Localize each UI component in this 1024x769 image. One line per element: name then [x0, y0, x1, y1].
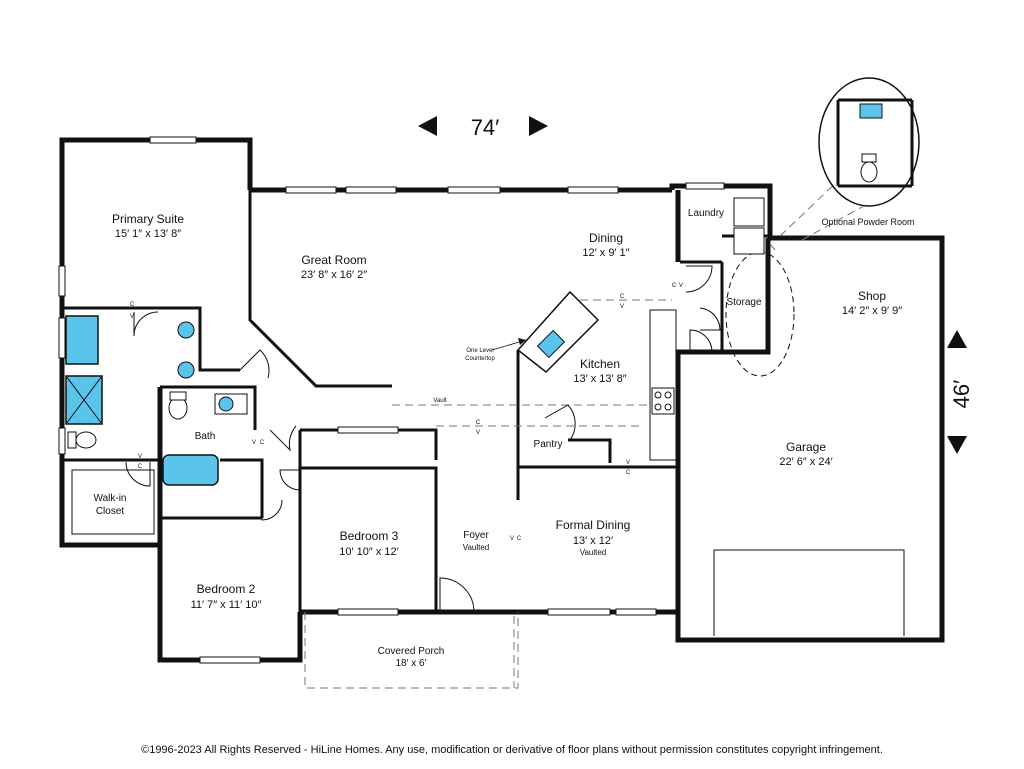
- kitchen-island: [516, 290, 600, 374]
- bath-sink-icon: [218, 396, 234, 412]
- room-labels: Primary Suite 15′ 1″ x 13′ 8″ Great Room…: [94, 208, 903, 669]
- arrow-right-icon: [529, 116, 548, 136]
- vault-label: Vault: [433, 398, 447, 404]
- dining-name: Dining: [589, 231, 623, 245]
- formal-dining-name: Formal Dining: [556, 518, 631, 532]
- sink-icon: [177, 361, 195, 379]
- width-dimension: 74′: [418, 115, 548, 140]
- powder-room-callout: [818, 77, 920, 207]
- optional-powder-room-label: Optional Powder Room: [821, 217, 914, 227]
- copyright-notice: ©1996-2023 All Rights Reserved - HiLine …: [141, 744, 883, 756]
- bedroom2-name: Bedroom 2: [197, 582, 256, 596]
- garage-door: [713, 549, 905, 636]
- covered-porch-name: Covered Porch: [378, 646, 445, 657]
- width-label: 74′: [471, 115, 500, 140]
- walk-in-line1: Walk-in: [94, 493, 127, 504]
- windows: [58, 136, 725, 664]
- doors: [125, 265, 721, 613]
- powder-toilet-icon: [861, 153, 877, 163]
- cv-marker-c: C: [672, 283, 677, 289]
- cv-marker-c: C: [517, 536, 522, 542]
- cv-marker-c: C: [620, 294, 625, 300]
- depth-label: 46′: [949, 380, 974, 409]
- primary-toilet-icon: [75, 431, 97, 449]
- pointer-arrow-icon: [518, 338, 526, 345]
- foyer-note: Vaulted: [463, 543, 490, 552]
- dryer-icon: [733, 227, 765, 255]
- cv-marker-c: C: [260, 440, 265, 446]
- arrow-left-icon: [418, 116, 437, 136]
- primary-suite-size: 15′ 1″ x 13′ 8″: [115, 228, 181, 240]
- primary-tub-icon: [65, 315, 99, 365]
- storage-name: Storage: [726, 297, 761, 308]
- bedroom3-name: Bedroom 3: [340, 529, 399, 543]
- cv-marker-v: V: [626, 460, 630, 466]
- covered-porch-size: 18′ x 6′: [396, 658, 427, 669]
- interior-walls: [62, 190, 770, 612]
- arrow-down-icon: [947, 436, 967, 454]
- cv-marker-v: V: [510, 536, 514, 542]
- exterior-walls: [59, 137, 945, 663]
- great-room-size: 23′ 8″ x 16′ 2″: [301, 269, 367, 281]
- fixtures: [65, 197, 765, 535]
- great-room-name: Great Room: [301, 253, 366, 267]
- cv-marker-c: C: [138, 464, 143, 470]
- bath-name: Bath: [195, 431, 216, 442]
- kitchen-sink-icon: [536, 329, 566, 359]
- cv-marker-v: V: [252, 440, 256, 446]
- walk-in-line2: Closet: [96, 506, 125, 517]
- bedroom3-size: 10′ 10″ x 12′: [339, 546, 398, 558]
- laundry-name: Laundry: [688, 208, 724, 219]
- sink-icon: [177, 321, 195, 339]
- powder-room-outline: [725, 251, 795, 377]
- washer-icon: [733, 197, 765, 227]
- shop-size: 14′ 2″ x 9′ 9″: [842, 305, 902, 317]
- one-level-line1: One Level: [466, 348, 493, 354]
- arrow-up-icon: [947, 330, 967, 348]
- annotations: One Level Countertop Vault Optional Powd…: [130, 217, 915, 542]
- cv-marker-v: V: [620, 304, 624, 310]
- kitchen-name: Kitchen: [580, 357, 620, 371]
- dining-size: 12′ x 9′ 1″: [582, 247, 629, 259]
- cv-marker-c: C: [476, 420, 481, 426]
- formal-dining-size: 13′ x 12′: [573, 535, 613, 547]
- depth-dimension: 46′: [947, 330, 974, 454]
- garage-size: 22′ 6″ x 24′: [779, 456, 832, 468]
- kitchen-size: 13′ x 13′ 8″: [573, 373, 626, 385]
- one-level-line2: Countertop: [465, 356, 495, 362]
- foyer-name: Foyer: [463, 530, 489, 541]
- cv-marker-v: V: [679, 283, 683, 289]
- bedroom2-size: 11′ 7″ x 11′ 10″: [191, 599, 262, 611]
- shop-name: Shop: [858, 289, 886, 303]
- powder-sink-icon: [859, 103, 883, 119]
- garage-name: Garage: [786, 440, 826, 454]
- cv-marker-v: V: [476, 430, 480, 436]
- formal-dining-note: Vaulted: [580, 548, 607, 557]
- cv-marker-c: C: [626, 470, 631, 476]
- range-icon: [651, 387, 675, 415]
- primary-suite-name: Primary Suite: [112, 212, 184, 226]
- cv-marker-v: V: [130, 314, 134, 320]
- bath-tub-icon: [162, 454, 219, 486]
- pantry-name: Pantry: [534, 439, 563, 450]
- cv-marker-v: V: [138, 454, 142, 460]
- cv-marker-c: C: [130, 302, 135, 308]
